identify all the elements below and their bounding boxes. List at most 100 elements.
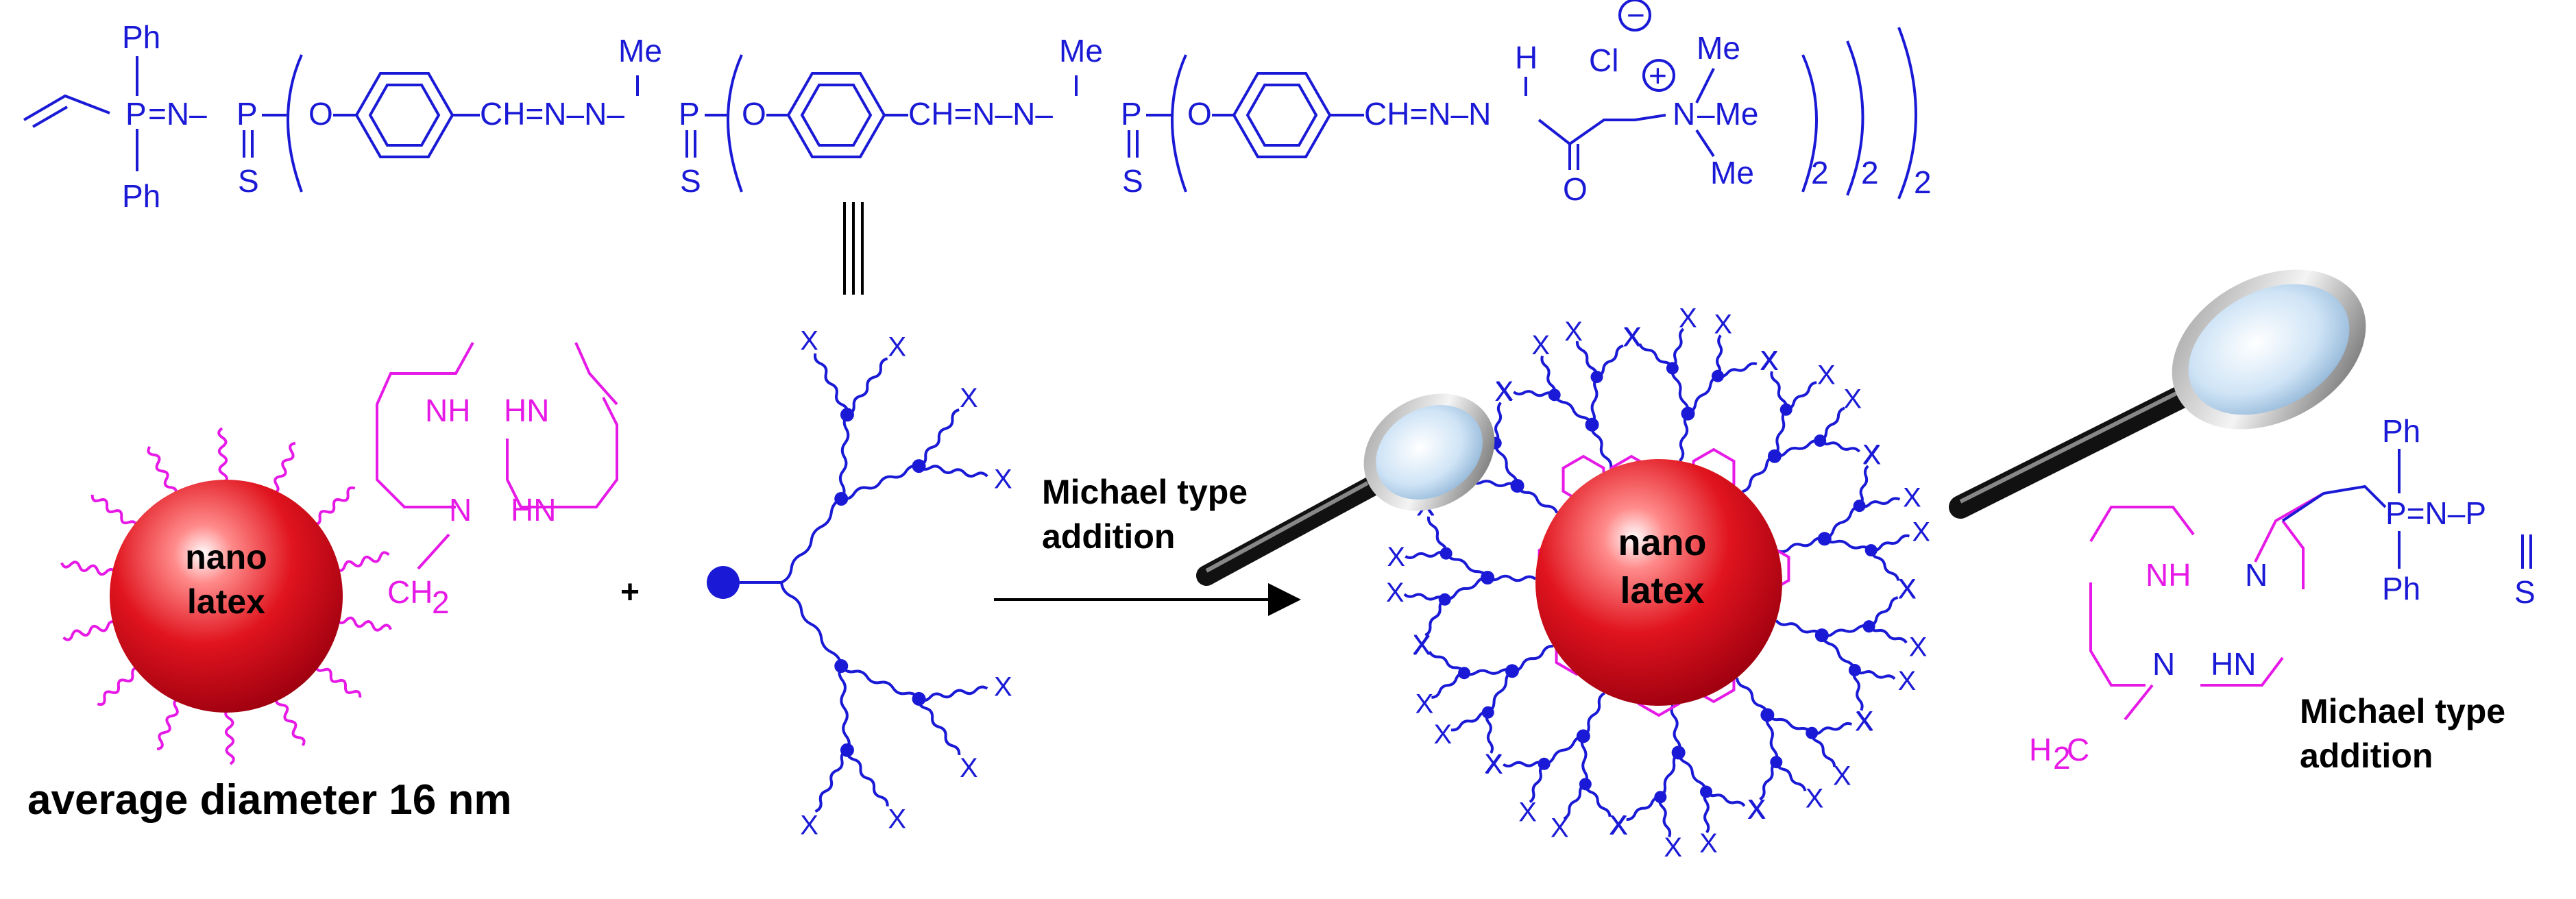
graft-branch xyxy=(1871,534,1910,552)
graft-branch xyxy=(1852,669,1864,711)
graft-branch xyxy=(1590,375,1599,426)
zoom-n-right-label: N xyxy=(2245,557,2268,593)
graft-branch xyxy=(1403,593,1446,601)
graft-arm xyxy=(1736,678,1769,715)
graft-branch xyxy=(1773,408,1788,458)
zoom-nh-label: NH xyxy=(2146,557,2191,593)
phosphorus-4-label: P xyxy=(1121,96,1142,132)
terminal-x-label: X xyxy=(1495,376,1514,406)
terminal-x-label: X xyxy=(1843,384,1862,415)
equivalence-symbol xyxy=(843,202,864,295)
graft-arm xyxy=(1777,537,1825,554)
graft-arm xyxy=(1511,645,1554,673)
plus-charge-label: + xyxy=(1649,58,1667,93)
graft-arm xyxy=(1590,424,1613,469)
terminal-x-label: X xyxy=(1484,749,1503,779)
terminal-x-label: X xyxy=(1413,630,1431,661)
graft-branch xyxy=(1503,761,1545,768)
dendron-arm xyxy=(918,465,988,478)
terminal-x-label: X xyxy=(1863,440,1882,470)
graft-branch xyxy=(1444,552,1489,579)
oxygen-1-label: O xyxy=(308,96,333,132)
diameter-caption: average diameter 16 nm xyxy=(27,776,512,824)
graft-branch xyxy=(1770,371,1788,410)
hydrogen-label: H xyxy=(1515,40,1538,75)
graft-branch xyxy=(1823,537,1873,552)
terminal-x-label: X xyxy=(888,804,906,835)
dendron-arm xyxy=(918,408,960,468)
graft-branch xyxy=(1824,504,1860,541)
eq-n-1-label: =N– xyxy=(148,96,207,132)
graft-branch xyxy=(1487,669,1514,714)
graft-branch xyxy=(1444,576,1488,601)
graft-branch xyxy=(1529,763,1545,804)
terminal-x-label: X xyxy=(1862,439,1881,469)
latex-sphere xyxy=(110,480,343,713)
terminal-x-label: X xyxy=(994,672,1012,702)
surface-chain xyxy=(224,708,235,765)
zoom-ph-bottom-label: Ph xyxy=(2382,571,2420,606)
graft-branch xyxy=(1819,406,1845,443)
sphere-label-line2: latex xyxy=(187,582,265,621)
zoom-s-label: S xyxy=(2514,574,2536,610)
graft-branch xyxy=(1671,328,1685,369)
terminal-x-label: X xyxy=(1434,719,1453,750)
graft-branch xyxy=(1759,761,1777,801)
ph-bottom-label: Ph xyxy=(122,178,160,214)
minus-charge-label: − xyxy=(1627,0,1645,33)
graft-branch xyxy=(1596,344,1624,379)
graft-branch xyxy=(1869,550,1900,581)
graft-arm xyxy=(1775,619,1823,637)
surface-chain xyxy=(272,441,296,495)
terminal-x-label: X xyxy=(1912,517,1930,547)
surface-chain xyxy=(90,494,138,528)
terminal-x-label: X xyxy=(1679,304,1697,334)
graft-branch xyxy=(1405,550,1447,559)
product-sphere xyxy=(1535,459,1782,706)
me-1-label: Me xyxy=(618,33,662,69)
terminal-x-label: X xyxy=(1760,345,1778,375)
terminal-x-label: X xyxy=(1415,689,1434,719)
terminal-x-label: X xyxy=(800,325,818,356)
arrow-label-line2: addition xyxy=(1042,517,1175,556)
terminal-x-label: X xyxy=(1898,666,1917,696)
arrow-label-line1: Michael type xyxy=(1042,473,1248,511)
graft-branch xyxy=(1774,439,1821,458)
magnifier-icon xyxy=(1196,393,1495,586)
graft-branch xyxy=(1820,635,1856,671)
terminal-x-label: X xyxy=(1664,833,1682,863)
graft-branch xyxy=(1858,465,1869,507)
dendron-arm xyxy=(814,748,848,813)
terminal-x-label: X xyxy=(1699,828,1718,859)
terminal-x-label: X xyxy=(1898,574,1917,604)
surface-chain xyxy=(62,620,118,641)
graft-branch xyxy=(1677,752,1708,792)
graft-branch xyxy=(1660,751,1679,798)
terminal-x-label: X xyxy=(1494,377,1513,407)
graft-branch xyxy=(1717,362,1758,378)
graft-branch xyxy=(1821,624,1870,638)
dendron-arm xyxy=(840,665,921,700)
graft-branch xyxy=(1494,443,1519,487)
terminal-x-label: X xyxy=(1387,542,1405,572)
macrocycle-hn2-label: HN xyxy=(511,492,556,528)
graft-branch xyxy=(1494,402,1503,444)
terminal-x-label: X xyxy=(1748,794,1766,824)
graft-branch xyxy=(1716,334,1723,378)
subscript-2-c-label: 2 xyxy=(1914,164,1932,200)
dendron-arm xyxy=(917,698,961,756)
terminal-x-label: X xyxy=(960,753,978,783)
surface-chain xyxy=(156,698,180,751)
graft-branch xyxy=(1687,374,1718,415)
graft-branch xyxy=(1786,381,1817,411)
graft-branch xyxy=(1626,796,1661,822)
sulfur-3-label: S xyxy=(1122,163,1143,199)
terminal-x-label: X xyxy=(888,332,906,362)
dendron-arm xyxy=(840,464,919,501)
terminal-x-label: X xyxy=(1806,784,1824,814)
graft-branch xyxy=(1426,516,1448,554)
terminal-x-label: X xyxy=(1903,482,1921,513)
ph-top-label: Ph xyxy=(122,19,160,55)
graft-branch xyxy=(1424,598,1446,637)
sulfur-2-label: S xyxy=(680,163,701,199)
